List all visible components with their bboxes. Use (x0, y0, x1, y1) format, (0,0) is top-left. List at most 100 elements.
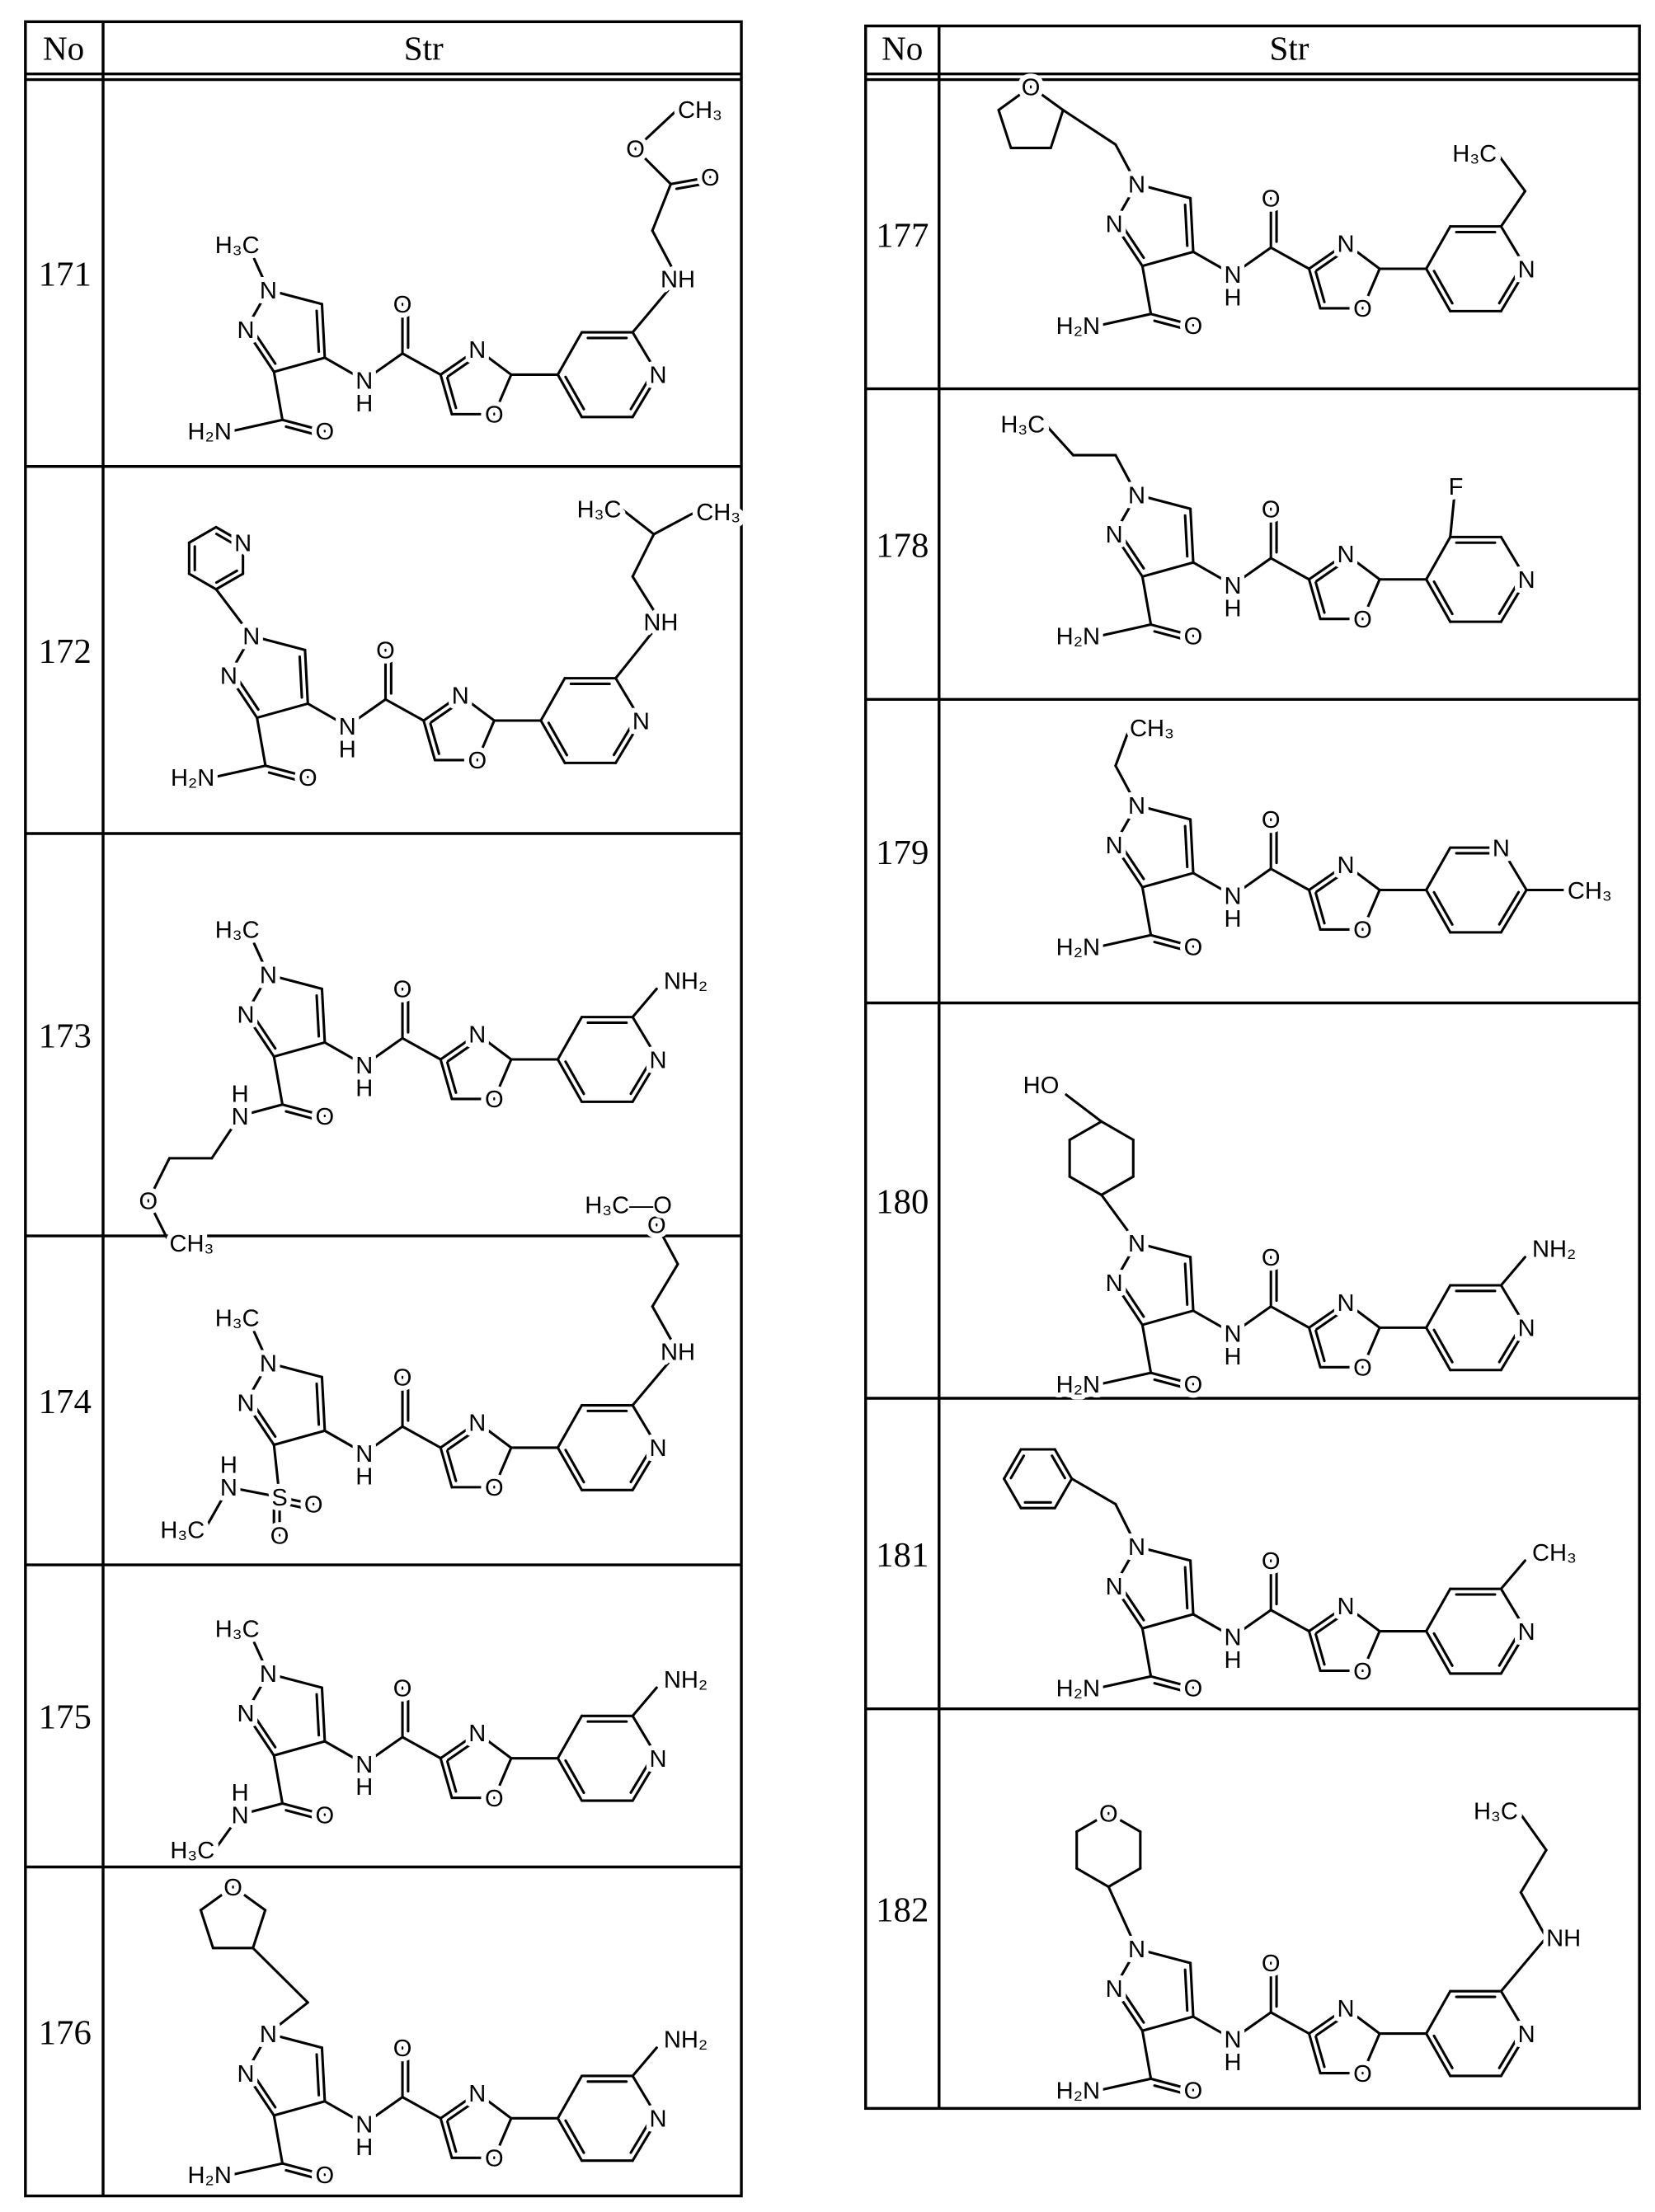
compound-row-174: 174NNNHONONH₃CNHOH₃C—OSOOHNH₃C (26, 1193, 741, 1565)
bond (274, 1042, 325, 1056)
bond (1427, 1327, 1450, 1369)
atom-label: CH₃ (696, 500, 741, 526)
atom-label: N (1128, 1534, 1145, 1561)
bond (253, 1910, 266, 1948)
atom-label: CH₃ (678, 97, 722, 124)
bond (214, 766, 266, 777)
atom-label: HO (1023, 1073, 1060, 1099)
atom-label: N (1493, 835, 1510, 862)
bond (1271, 558, 1309, 580)
bond (541, 679, 565, 721)
compound-row-172: 172OH₂NNNNHONONNNHH₃CCH₃ (26, 496, 741, 834)
bond (557, 1448, 581, 1490)
atom-label: H₃C (170, 1838, 214, 1864)
bond (632, 534, 654, 576)
bond (1309, 1632, 1320, 1671)
atom-label: H₃C (1000, 412, 1045, 439)
compound-row-179: 179OH₂NNNNHONONCH₃CH₃ (866, 716, 1639, 1003)
chemical-structure: OH₂NNNNHONONCH₃ (1004, 1449, 1577, 1702)
atom-label: N (649, 1435, 666, 1462)
atom-label: H₂N (1056, 624, 1100, 650)
atom-label: H (355, 1076, 373, 1102)
bond (1427, 1285, 1450, 1327)
atom-label: O (1353, 2061, 1372, 2088)
bond (1142, 562, 1193, 576)
atom-label: O (1353, 1659, 1372, 1685)
atom-label: N (234, 531, 252, 557)
bond (257, 703, 308, 717)
atom-label: NH (661, 266, 695, 293)
bond (322, 989, 324, 1042)
atom-label: N (1518, 1316, 1535, 1342)
double-bond (317, 1694, 319, 1735)
bond (1271, 2012, 1309, 2034)
compound-row-180: 180OH₂NNNNHONONHONH₂ (866, 1073, 1639, 1398)
compound-number: 175 (39, 1698, 92, 1737)
bond (1116, 728, 1130, 766)
compound-number: 172 (39, 632, 92, 671)
bond (1100, 1373, 1151, 1384)
chemical-structure: NNNHONONH₃CNH₂HNOH₃C (170, 1616, 708, 1864)
bond (1191, 198, 1193, 251)
compound-row-182: 182OH₂NNNNHONONONHH₃C (876, 1798, 1581, 2104)
bond (1427, 1589, 1450, 1631)
atom-label: O (1262, 496, 1281, 523)
compound-row-171: 171OH₂NNNNHONONH₃CNHOOCH₃ (26, 97, 741, 467)
bond (440, 1059, 452, 1099)
bond (632, 989, 656, 1017)
atom-label: N (468, 1410, 486, 1436)
atom-label: O (376, 638, 395, 665)
bond (1142, 2031, 1150, 2078)
bond (1142, 1628, 1150, 1676)
bond (274, 2116, 282, 2163)
bond (189, 527, 216, 542)
atom-label: O (139, 1189, 158, 1215)
bond (1427, 269, 1450, 311)
bond (232, 2163, 283, 2175)
bond (1070, 1176, 1102, 1195)
bond (999, 110, 1011, 148)
atom-label: N (468, 2081, 486, 2107)
atom-label: N (1128, 1937, 1145, 1963)
bond (1501, 1937, 1546, 1991)
atom-label: H₂N (1056, 313, 1100, 340)
bond (1072, 1479, 1116, 1505)
right-table: No Str (866, 26, 1639, 2108)
atom-label: CH₃ (1130, 716, 1174, 742)
bond (1142, 1311, 1193, 1325)
bond (1427, 1632, 1450, 1674)
atom-label: H₂N (187, 419, 231, 445)
atom-label: NH₂ (664, 2027, 708, 2054)
bond (1051, 110, 1063, 148)
bond (557, 1406, 581, 1448)
bond (1191, 509, 1193, 562)
bond (274, 1741, 325, 1755)
atom-label: NH₂ (664, 968, 708, 994)
bond (1191, 1257, 1193, 1311)
bond (1100, 935, 1151, 946)
atom-label: O (223, 1875, 242, 1901)
atom-label: O (1262, 1245, 1281, 1271)
bond (305, 650, 308, 703)
bond (1142, 576, 1150, 624)
double-bond (1185, 1567, 1187, 1608)
bond (440, 2118, 452, 2158)
atom-label: O (701, 165, 720, 191)
bond (440, 1448, 452, 1487)
atom-label: H (355, 2135, 373, 2161)
atom-label: O (316, 1104, 335, 1130)
bond (1102, 1176, 1134, 1195)
bond (1501, 1257, 1525, 1285)
double-bond (317, 311, 319, 351)
atom-label: N (1518, 567, 1535, 594)
atom-label: O (1184, 313, 1203, 340)
atom-label: O (626, 137, 645, 163)
atom-label: O (316, 1802, 335, 1829)
bond (1271, 247, 1309, 269)
bond (632, 1688, 656, 1716)
bond (654, 512, 696, 534)
header-structure: Str (404, 30, 444, 68)
atom-label: N (1106, 211, 1123, 237)
left-table: No Str (26, 21, 741, 2196)
atom-label: H (355, 1463, 373, 1490)
